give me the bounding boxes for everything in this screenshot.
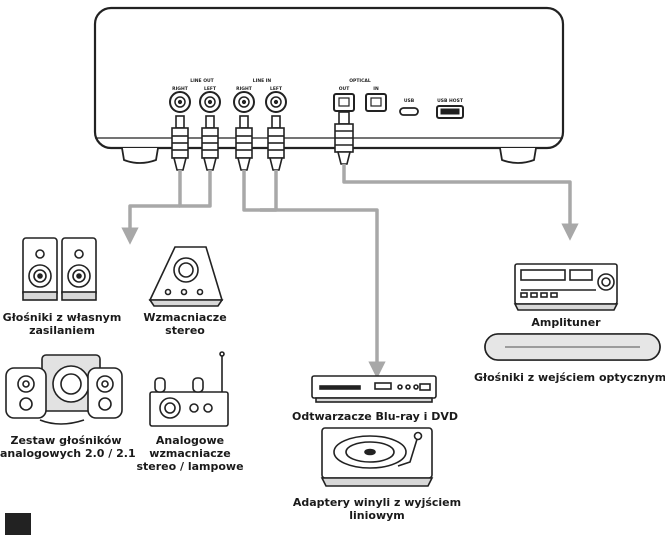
- label-powered-speakers: Głośniki z własnym zasilaniem: [2, 311, 122, 337]
- label-line-out-right: RIGHT: [172, 86, 189, 92]
- label-line-in-right: RIGHT: [236, 86, 253, 92]
- label-line-in: LINE IN: [253, 78, 272, 84]
- port-labels: LINE OUT RIGHT LEFT LINE IN RIGHT LEFT O…: [172, 78, 464, 104]
- label-optical-out: OUT: [339, 86, 350, 92]
- label-optical: OPTICAL: [349, 78, 371, 84]
- label-usb-host: USB HOST: [437, 98, 464, 104]
- powered-speakers-illustration: [22, 237, 97, 301]
- optical-plug: [334, 111, 354, 165]
- label-line-out-left: LEFT: [204, 86, 217, 92]
- label-bluray-dvd: Odtwarzacze Blu-ray i DVD: [292, 410, 458, 423]
- label-usb: USB: [404, 98, 415, 104]
- soundbar-illustration: [484, 333, 661, 361]
- rca-plugs: [171, 115, 285, 171]
- tube-amp-illustration: [149, 351, 229, 427]
- analog-speaker-set-illustration: [5, 354, 123, 425]
- label-amplituner: Amplituner: [531, 316, 601, 329]
- amplituner-illustration: [513, 263, 619, 311]
- bluray-player-illustration: [311, 375, 437, 403]
- main-device: [93, 6, 565, 164]
- rca-jacks: [169, 91, 287, 113]
- turntable-illustration: [320, 427, 434, 487]
- corner-marker: [5, 513, 31, 535]
- label-stereo-amps: Wzmacniacze stereo: [143, 311, 227, 337]
- cable-routes: [121, 164, 579, 379]
- label-line-out: LINE OUT: [190, 78, 214, 84]
- label-vinyl: Adaptery winyli z wyjściem liniowym: [292, 496, 462, 522]
- label-optical-speakers: Głośniki z wejściem optycznym: [474, 371, 665, 384]
- digital-ports: [333, 93, 464, 119]
- label-analog-amps: Analogowe wzmacniacze stereo / lampowe: [136, 434, 244, 473]
- stereo-amp-illustration: [148, 246, 224, 307]
- label-optical-in: IN: [373, 86, 379, 92]
- label-line-in-left: LEFT: [270, 86, 283, 92]
- label-analog-speaker-set: Zestaw głośników analogowych 2.0 / 2.1: [0, 434, 136, 460]
